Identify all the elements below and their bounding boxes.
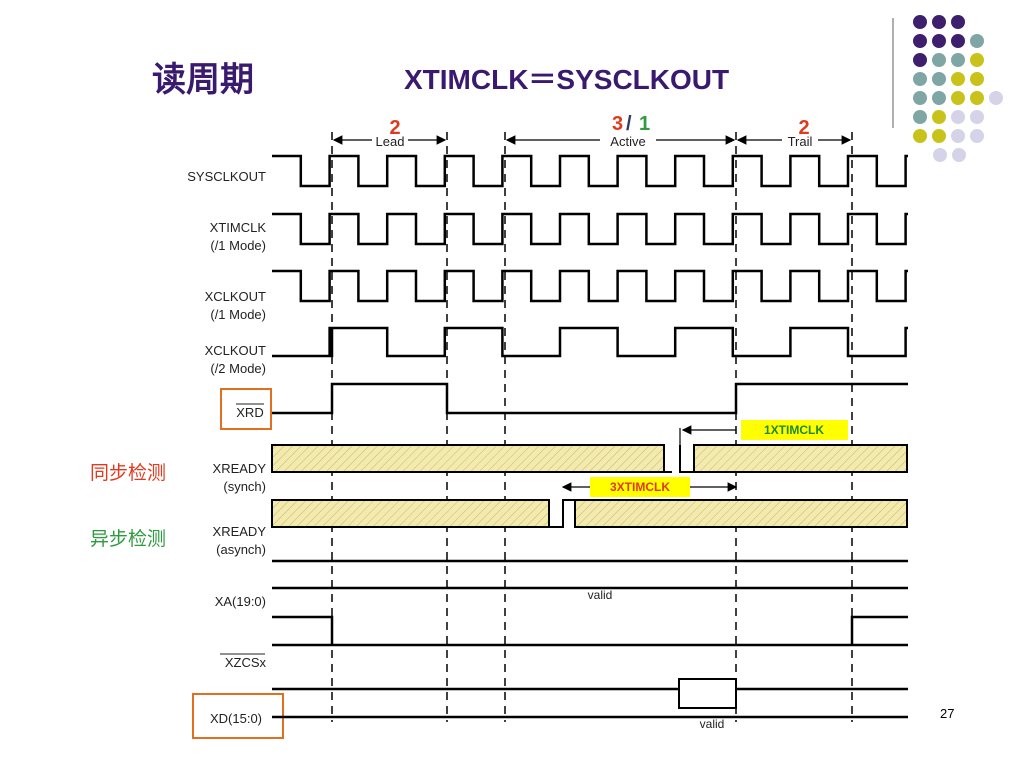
decorative-dot bbox=[951, 72, 965, 86]
decorative-dot bbox=[933, 148, 947, 162]
xd-waveform bbox=[272, 678, 908, 719]
xrd-highlight-box bbox=[220, 388, 272, 430]
signal-xd-label: XD(15:0) bbox=[210, 711, 262, 726]
decorative-dot bbox=[932, 91, 946, 105]
decorative-dot bbox=[932, 110, 946, 124]
signal-xclkout2-mode: (/2 Mode) bbox=[210, 361, 266, 376]
signal-xa-label: XA(19:0) bbox=[215, 594, 266, 609]
three-xtimclk-highlight bbox=[590, 477, 690, 497]
decorative-divider bbox=[892, 18, 894, 128]
one-xtimclk-highlight bbox=[741, 420, 848, 440]
sysclkout-waveform bbox=[272, 154, 908, 188]
xready-async-invalid-region-a bbox=[271, 499, 550, 528]
three-xtimclk-text: 3XTIMCLK bbox=[610, 480, 670, 494]
xa-waveform bbox=[272, 559, 908, 647]
decorative-dot-grid bbox=[913, 15, 1003, 162]
lead-label: Lead bbox=[376, 134, 405, 149]
decorative-dot bbox=[952, 148, 966, 162]
decorative-dot bbox=[913, 110, 927, 124]
decorative-dot bbox=[951, 91, 965, 105]
trail-label: Trail bbox=[788, 134, 813, 149]
decorative-dot bbox=[913, 53, 927, 67]
xready-async-waveform bbox=[271, 499, 908, 528]
signal-xzcs-label: XZCSx bbox=[225, 655, 267, 670]
signal-sysclkout-label: SYSCLKOUT bbox=[187, 169, 266, 184]
decorative-dot bbox=[913, 72, 927, 86]
slide-title: 读周期 bbox=[152, 60, 254, 100]
xready-async-sample-gap bbox=[549, 499, 575, 528]
decorative-dot bbox=[970, 34, 984, 48]
page-number: 27 bbox=[940, 706, 955, 721]
xready-sync-invalid-region-a bbox=[271, 444, 665, 473]
decorative-dot bbox=[913, 15, 927, 29]
signal-xready-async-mode: (asynch) bbox=[216, 542, 266, 557]
signal-xready-sync-label: XREADY bbox=[213, 461, 267, 476]
xd-valid-label: valid bbox=[700, 717, 725, 731]
sync-detect-label: 同步检测 bbox=[90, 462, 167, 484]
signal-labels: SYSCLKOUT XTIMCLK (/1 Mode) XCLKOUT (/1 … bbox=[187, 169, 284, 739]
xa-valid-label: valid bbox=[588, 588, 613, 602]
active-label: Active bbox=[610, 134, 645, 149]
xready-sync-sample-gap bbox=[664, 445, 694, 473]
decorative-dot bbox=[932, 34, 946, 48]
decorative-dot bbox=[970, 91, 984, 105]
phase-lead: Lead 2 bbox=[332, 117, 447, 149]
slide-subtitle: XTIMCLK＝SYSCLKOUT bbox=[404, 64, 730, 95]
xready-sync-invalid-region-b bbox=[693, 444, 908, 473]
signal-xclkout2-label: XCLKOUT bbox=[205, 343, 266, 358]
decorative-dot bbox=[932, 129, 946, 143]
decorative-dot bbox=[970, 110, 984, 124]
xtimclk-waveform bbox=[272, 212, 908, 246]
signal-xtimclk-label: XTIMCLK bbox=[210, 220, 267, 235]
trail-count: 2 bbox=[798, 117, 809, 139]
xready-sync-waveform: 1XTIMCLK bbox=[271, 420, 908, 473]
decorative-dot bbox=[932, 15, 946, 29]
decorative-dot bbox=[970, 129, 984, 143]
signal-xclkout1-label: XCLKOUT bbox=[205, 289, 266, 304]
decorative-dot bbox=[951, 129, 965, 143]
signal-xready-sync-mode: (synch) bbox=[223, 479, 266, 494]
decorative-dot bbox=[951, 110, 965, 124]
phase-active: Active 3 / 1 bbox=[505, 113, 736, 149]
decorative-dot bbox=[932, 72, 946, 86]
signal-xready-async-label: XREADY bbox=[213, 524, 267, 539]
decorative-dot bbox=[970, 72, 984, 86]
decorative-dot bbox=[951, 34, 965, 48]
xclkout2-waveform bbox=[272, 326, 908, 358]
active-count-a: 3 bbox=[612, 113, 623, 135]
signal-xclkout1-mode: (/1 Mode) bbox=[210, 307, 266, 322]
decorative-dot bbox=[913, 91, 927, 105]
decorative-dot bbox=[951, 15, 965, 29]
one-xtimclk-text: 1XTIMCLK bbox=[764, 423, 824, 437]
decorative-dot bbox=[989, 91, 1003, 105]
decorative-dot bbox=[913, 129, 927, 143]
xrd-waveform bbox=[272, 382, 908, 415]
decorative-dot bbox=[970, 53, 984, 67]
decorative-dot bbox=[913, 34, 927, 48]
phase-trail: Trail 2 bbox=[736, 117, 852, 149]
async-detect-label: 异步检测 bbox=[90, 528, 167, 550]
xready-async-invalid-region-b bbox=[574, 499, 908, 528]
three-xtimclk-annotation: 3XTIMCLK bbox=[561, 477, 738, 497]
signal-xrd-label: XRD bbox=[236, 405, 263, 420]
active-count-slash: / bbox=[626, 113, 632, 135]
decorative-dot bbox=[951, 53, 965, 67]
lead-count: 2 bbox=[389, 117, 400, 139]
decorative-dot bbox=[932, 53, 946, 67]
signal-xtimclk-mode: (/1 Mode) bbox=[210, 238, 266, 253]
xclkout1-waveform bbox=[272, 269, 908, 303]
active-count-b: 1 bbox=[639, 113, 650, 135]
